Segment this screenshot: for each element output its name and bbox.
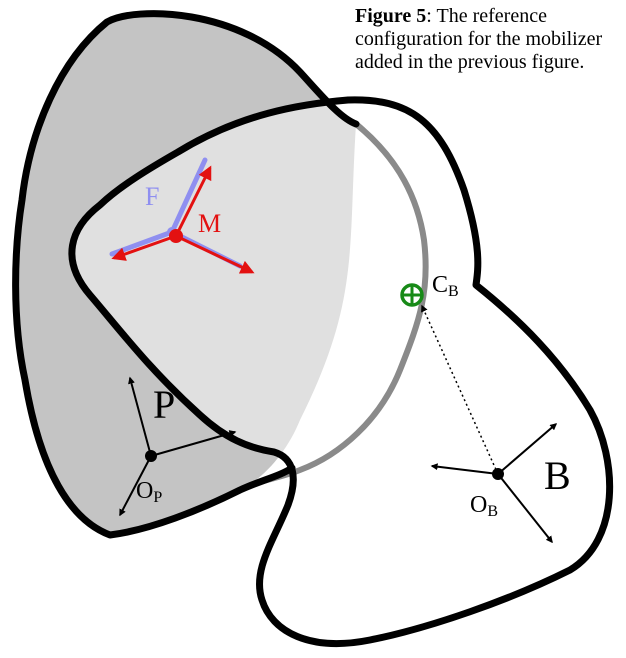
caption-text: : The reference configuration for the mo… <box>355 5 603 73</box>
label-OB: OB <box>470 492 498 520</box>
frame-P <box>119 376 237 517</box>
label-CB-sub: B <box>448 283 459 300</box>
frame-B <box>430 423 558 544</box>
label-CB: CB <box>432 272 459 300</box>
label-P: P <box>153 382 175 427</box>
label-OP: OP <box>136 478 162 506</box>
label-B: B <box>544 453 571 498</box>
label-OP-sub: P <box>153 489 162 506</box>
frame-M-origin <box>169 229 183 243</box>
label-M: M <box>198 209 221 238</box>
figure-label: Figure 5 <box>355 5 427 27</box>
figure-caption: Figure 5: The reference configuration fo… <box>355 5 625 74</box>
position-vector-OB-CB <box>421 304 499 475</box>
body-P-outline <box>12 10 360 539</box>
body-P-hidden-edge <box>245 121 429 489</box>
body-B-outline <box>68 96 614 647</box>
label-CB-main: C <box>432 272 448 298</box>
label-F: F <box>145 182 159 211</box>
label-OB-main: O <box>470 492 487 518</box>
frame-P-origin <box>145 450 157 462</box>
label-OP-main: O <box>136 478 153 504</box>
station-CB-icon <box>400 283 424 307</box>
frame-M <box>111 165 255 274</box>
label-OB-sub: B <box>487 503 498 520</box>
